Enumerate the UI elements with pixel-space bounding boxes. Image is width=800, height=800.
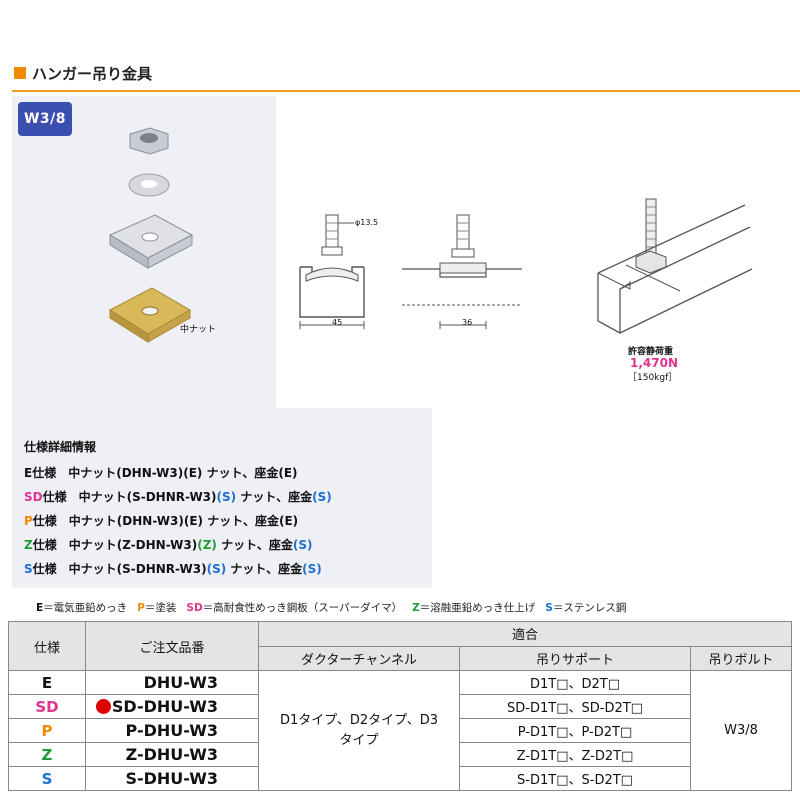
row-support: P-D1T□、P-D2T□ [459, 718, 691, 743]
section-drawing-45 [299, 214, 365, 329]
center-nut-icon [108, 287, 192, 343]
hex-nut-icon [129, 127, 169, 155]
duct-fit-value: D1タイプ、D2タイプ、D3タイプ [258, 670, 460, 791]
red-dot-icon [95, 699, 111, 714]
th-duct: ダクターチャンネル [258, 645, 460, 671]
table-row: E DHU-W3 D1タイプ、D2タイプ、D3タイプ D1T□、D2T□ W3/… [8, 670, 792, 791]
size-badge: W3/8 [18, 102, 72, 136]
row-code: SD-DHU-W3 [111, 697, 218, 716]
finish-legend: E＝電気亜鉛めっき P＝塗装 SD＝高耐食性めっき鋼板（スーパーダイマ） Z＝溶… [36, 602, 627, 614]
row-support: Z-D1T□、Z-D2T□ [459, 742, 691, 767]
th-fit: 適合 [258, 621, 792, 647]
row-support: S-D1T□、S-D2T□ [459, 766, 691, 791]
table-row: SD SD-DHU-W3 SD-D1T□、SD-D2T□ [8, 694, 792, 719]
table-row: P P-DHU-W3 P-D1T□、P-D2T□ [8, 718, 792, 743]
table-row: Z Z-DHU-W3 Z-D1T□、Z-D2T□ [8, 742, 792, 767]
row-code: P-DHU-W3 [85, 718, 259, 743]
spec-row-e: E仕様 中ナット(DHN-W3)(E) ナット、座金(E) [24, 466, 298, 480]
row-spec: Z [8, 742, 86, 767]
spec-details-title: 仕様詳細情報 [24, 440, 97, 454]
row-spec: SD [8, 694, 86, 719]
dim-36-label: 36 [462, 318, 473, 327]
row-code: DHU-W3 [85, 670, 259, 695]
washer-icon [128, 173, 170, 197]
spec-row-sd: SD仕様 中ナット(S-DHNR-W3)(S) ナット、座金(S) [24, 490, 332, 504]
th-order: ご注文品番 [85, 621, 259, 671]
spec-row-p: P仕様 中ナット(DHN-W3)(E) ナット、座金(E) [24, 514, 299, 528]
section-title: ハンガー吊り金具 [32, 64, 153, 83]
isometric-channel-drawing [597, 198, 753, 335]
center-nut-label: 中ナット [180, 325, 217, 335]
spec-row-z: Z仕様 中ナット(Z-DHN-W3)(Z) ナット、座金(S) [24, 538, 313, 552]
row-support: SD-D1T□、SD-D2T□ [459, 694, 691, 719]
row-code-cell: SD-DHU-W3 [85, 694, 259, 719]
channel-plate-icon [108, 214, 194, 269]
row-spec: P [8, 718, 86, 743]
load-value: 1,470N [630, 356, 678, 370]
bolt-fit-value: W3/8 [690, 670, 792, 791]
load-kgf: ［150kgf］ [628, 373, 678, 383]
row-spec: E [8, 670, 86, 695]
th-spec: 仕様 [8, 621, 86, 671]
row-code: Z-DHU-W3 [85, 742, 259, 767]
th-support: 吊りサポート [459, 645, 691, 671]
th-bolt: 吊りボルト [690, 645, 792, 671]
section-header: ハンガー吊り金具 [14, 62, 152, 84]
product-table: 仕様 ご注文品番 適合 ダクターチャンネル 吊りサポート 吊りボルト E DHU… [8, 621, 792, 791]
drawing-panel [276, 96, 800, 408]
dim-45-label: 45 [332, 318, 343, 327]
header-square-icon [14, 67, 26, 79]
spec-row-s: S仕様 中ナット(S-DHNR-W3)(S) ナット、座金(S) [24, 562, 322, 576]
row-code: S-DHU-W3 [85, 766, 259, 791]
header-divider [12, 90, 800, 92]
section-drawing-36 [402, 214, 522, 329]
spec-details-panel [12, 408, 432, 588]
table-row: S S-DHU-W3 S-D1T□、S-D2T□ [8, 766, 792, 791]
row-support: D1T□、D2T□ [459, 670, 691, 695]
load-caption: 許容静荷重 [628, 347, 674, 357]
product-parts-illustration [108, 127, 194, 343]
dim-phi-label: φ13.5 [355, 218, 379, 227]
row-spec: S [8, 766, 86, 791]
